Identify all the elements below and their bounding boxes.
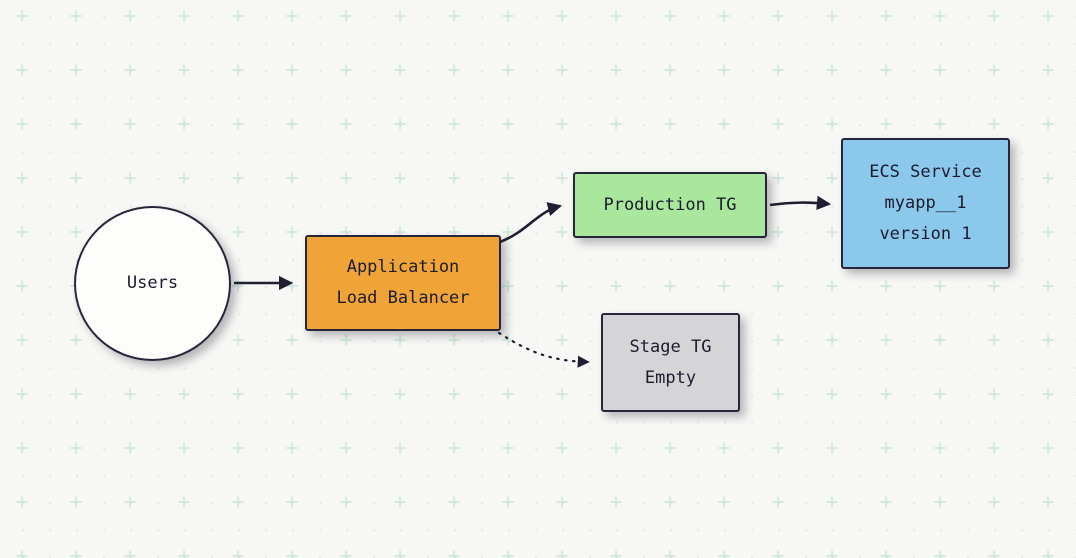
- node-alb-label-line2: Load Balancer: [336, 288, 470, 308]
- node-ecs-label-line3: version 1: [879, 224, 972, 244]
- node-users: Users: [74, 206, 231, 361]
- node-alb-label-line1: Application: [346, 257, 460, 277]
- node-production-tg-label: Production TG: [603, 194, 737, 215]
- node-ecs-label-line1: ECS Service: [869, 162, 982, 182]
- node-application-load-balancer: Application Load Balancer: [305, 235, 501, 331]
- node-production-tg: Production TG: [573, 172, 767, 238]
- node-ecs-service: ECS Service myapp__1 version 1: [841, 138, 1010, 269]
- node-stage-tg-label-line1: Stage TG: [629, 336, 712, 357]
- node-stage-tg-label-line2: Empty: [644, 367, 697, 388]
- node-ecs-label-line2: myapp__1: [884, 193, 967, 213]
- node-users-label: Users: [126, 273, 179, 293]
- node-stage-tg: Stage TG Empty: [601, 313, 740, 412]
